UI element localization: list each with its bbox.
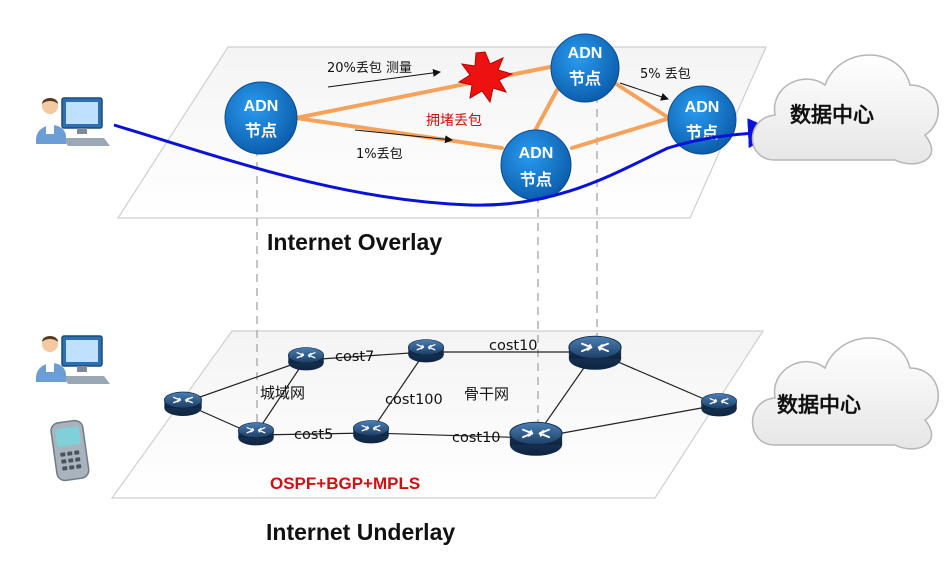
- router-icon: [163, 391, 203, 417]
- router-icon: [567, 335, 623, 371]
- optimized-path: [113, 118, 778, 207]
- metro-network-label: 城域网: [260, 384, 305, 402]
- label-loss-1: 1%丢包: [356, 147, 403, 162]
- cost-label-5: cost5: [294, 427, 333, 443]
- cost-label-100: cost100: [385, 392, 443, 408]
- underlay-title: Internet Underlay: [266, 519, 455, 545]
- cloud-icon: [751, 337, 940, 450]
- underlay-plane: [110, 330, 765, 499]
- user-at-computer-icon: [36, 335, 110, 384]
- mobile-phone-icon: [50, 419, 90, 482]
- svg-text:ADN: ADN: [244, 98, 279, 115]
- cost-label-10-top: cost10: [489, 338, 538, 354]
- mapping-lines: [256, 95, 598, 438]
- svg-text:ADN: ADN: [685, 99, 720, 116]
- overlay-links: [294, 64, 674, 150]
- label-loss-measure: 20%丢包 测量: [327, 61, 412, 76]
- adn-node-bottom: ADN 节点: [500, 129, 572, 201]
- backbone-network-label: 骨干网: [464, 385, 509, 403]
- congestion-burst-icon: [457, 51, 514, 104]
- adn-node-right: ADN 节点: [667, 85, 737, 155]
- underlay-cloud-label: 数据中心: [777, 393, 861, 417]
- adn-node-top: ADN 节点: [550, 33, 620, 103]
- svg-text:节点: 节点: [245, 121, 277, 140]
- router-icon: [237, 421, 275, 447]
- cost-label-10-bottom: cost10: [452, 430, 501, 446]
- router-icon: [700, 392, 738, 418]
- adn-node-left: ADN 节点: [224, 81, 298, 155]
- svg-text:节点: 节点: [520, 170, 552, 189]
- cloud-icon: [751, 54, 940, 165]
- label-congestion: 拥堵丢包: [426, 113, 482, 129]
- svg-text:节点: 节点: [569, 69, 601, 88]
- user-at-computer-icon: [36, 97, 110, 146]
- label-loss-5: 5% 丢包: [640, 67, 691, 82]
- cost-label-7: cost7: [335, 349, 374, 365]
- router-icon: [407, 338, 445, 364]
- overlay-title: Internet Overlay: [267, 229, 442, 255]
- overlay-cloud-label: 数据中心: [790, 103, 874, 127]
- router-icon: [287, 346, 325, 372]
- router-icon: [508, 421, 564, 457]
- svg-text:ADN: ADN: [568, 45, 603, 62]
- protocols-label: OSPF+BGP+MPLS: [270, 474, 420, 493]
- router-icon: [352, 419, 390, 445]
- overlay-arrows: [327, 68, 669, 144]
- svg-text:ADN: ADN: [519, 145, 554, 162]
